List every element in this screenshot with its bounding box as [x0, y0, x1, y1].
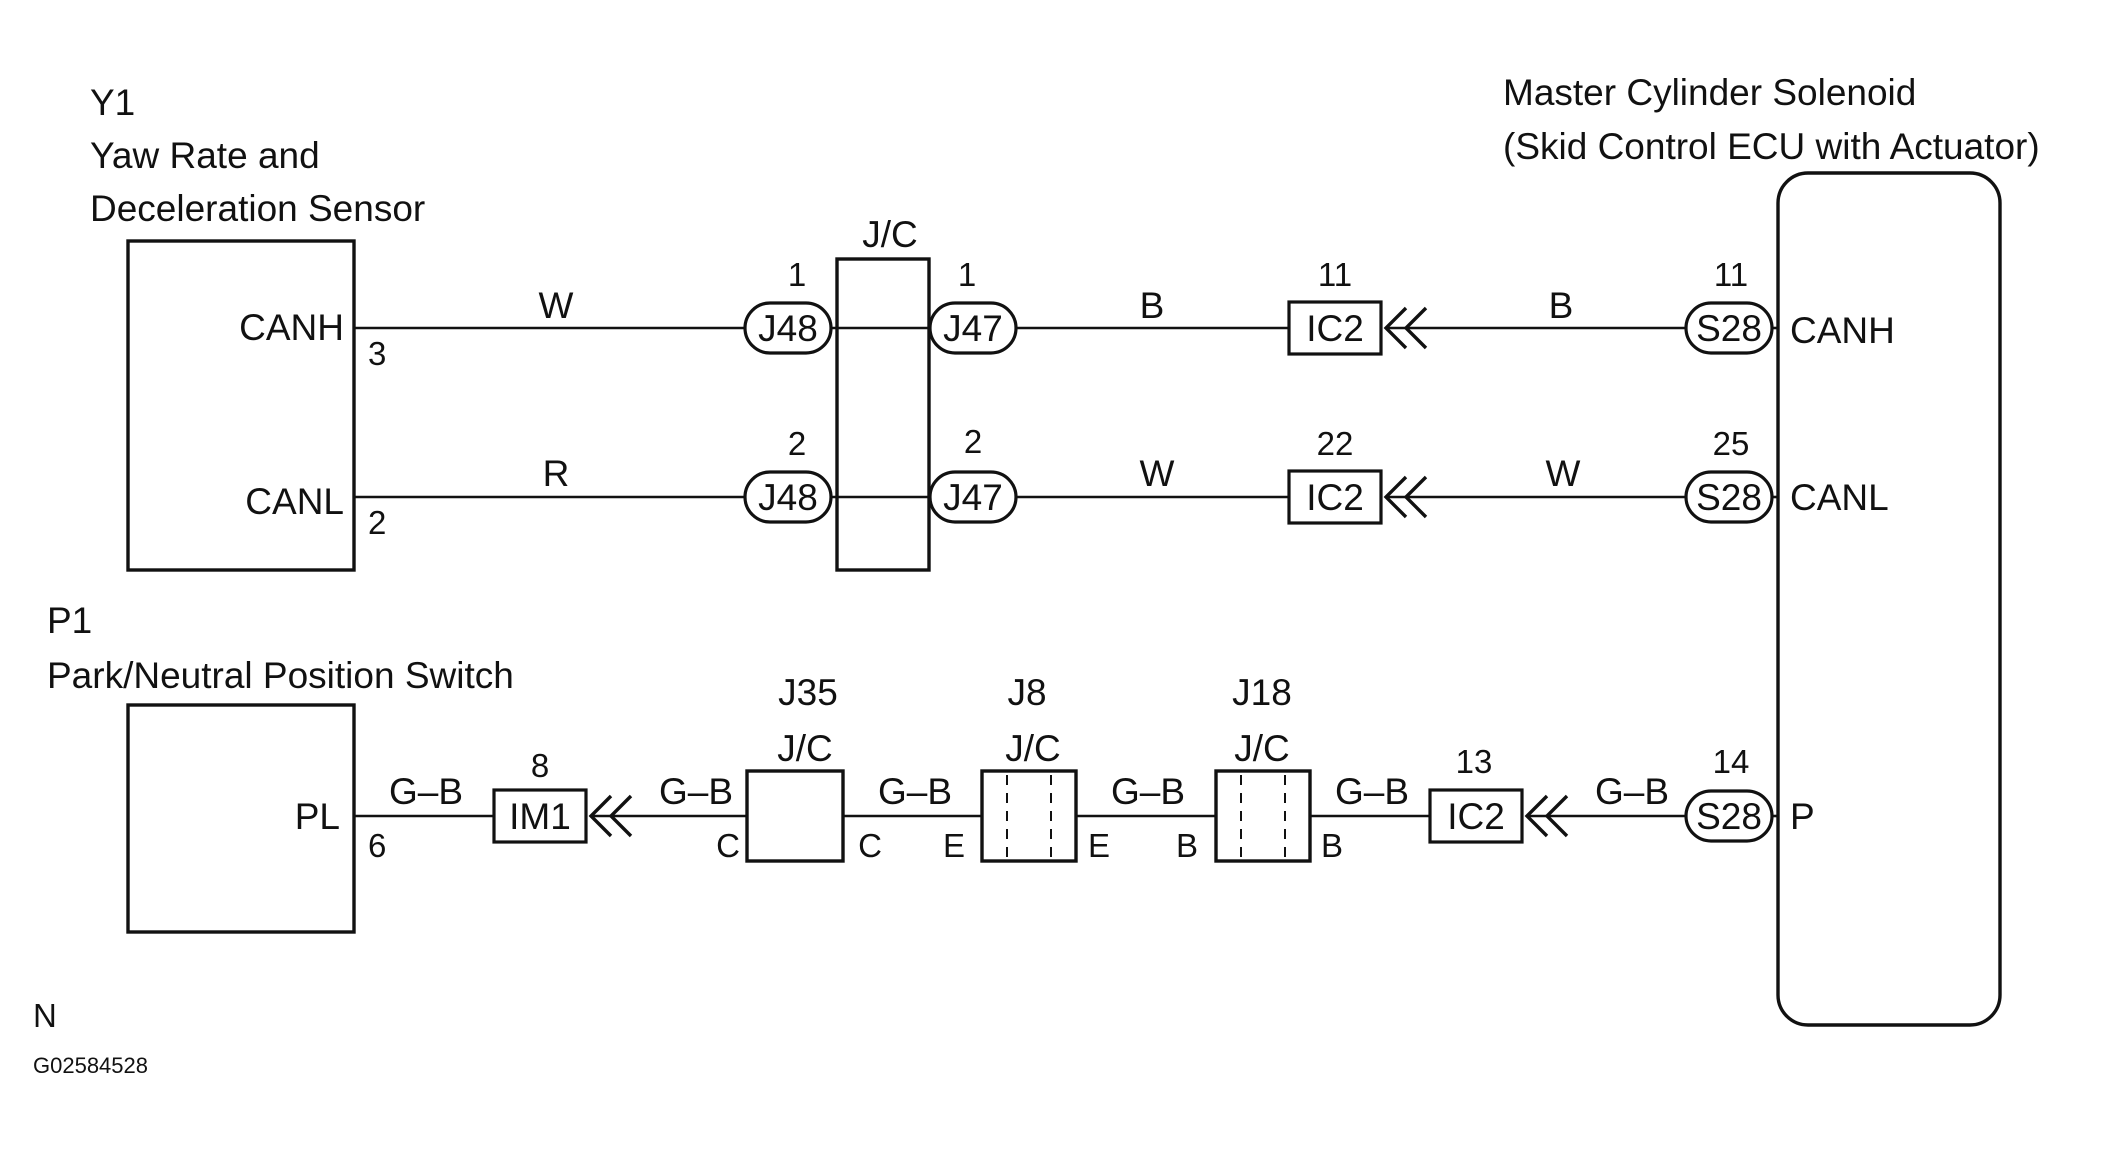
- connector-j48-canh-label: J48: [758, 308, 818, 349]
- wire-p-color-6: G–B: [1595, 771, 1669, 812]
- j8-pin-right: E: [1088, 827, 1110, 864]
- j18-pin-right: B: [1321, 827, 1343, 864]
- connector-j47-canh: [928, 301, 1018, 355]
- connector-j47-canh-label: J47: [943, 308, 1003, 349]
- wire-canh-right-color: B: [1549, 285, 1574, 326]
- yaw-pin-canh-num: 3: [368, 335, 386, 372]
- pnp-pin-pl: PL: [295, 796, 340, 837]
- j35-pin-right: C: [858, 827, 882, 864]
- yaw-pin-canl-num: 2: [368, 504, 386, 541]
- connector-ic2-canl: [1287, 469, 1383, 525]
- j47-pin2-num: 2: [964, 423, 982, 460]
- j35-block: [745, 769, 845, 863]
- connector-s28-p-label: S28: [1696, 796, 1762, 837]
- connector-ic2-canh-label: IC2: [1306, 308, 1364, 349]
- j18-jc: J/C: [1234, 728, 1290, 769]
- pnp-switch-box: [126, 703, 356, 934]
- connector-j48-canl: [743, 470, 833, 524]
- j48-pin2-num: 2: [788, 425, 806, 462]
- wire-p-color-5: G–B: [1335, 771, 1409, 812]
- connector-j48-canh: [743, 301, 833, 355]
- j35-name: J35: [778, 672, 838, 713]
- j47-pin1-num: 1: [958, 256, 976, 293]
- ic2-canl-pin-num: 22: [1317, 425, 1354, 462]
- j18-pin-left: B: [1176, 827, 1198, 864]
- ecu-pin-p: P: [1790, 796, 1815, 837]
- wire-p-color-1: G–B: [389, 771, 463, 812]
- footer-mark: N: [33, 997, 57, 1034]
- im1-arrow-icon: [588, 794, 633, 838]
- figure-id: G02584528: [33, 1053, 148, 1078]
- j8-jc: J/C: [1005, 728, 1061, 769]
- yaw-pin-canl: CANL: [245, 481, 344, 522]
- j8-block: [980, 769, 1078, 863]
- connector-s28-canl-label: S28: [1696, 477, 1762, 518]
- wire-canh-mid-color: B: [1140, 285, 1165, 326]
- im1-pin-num: 8: [531, 747, 549, 784]
- wire-canl-mid-color: W: [1140, 453, 1175, 494]
- ecu-name-line1: Master Cylinder Solenoid: [1503, 72, 1916, 113]
- yaw-sensor-name-line1: Yaw Rate and: [90, 135, 320, 176]
- j35-pin-left: C: [716, 827, 740, 864]
- yaw-sensor-box: [126, 239, 356, 572]
- connector-s28-canh: [1684, 301, 1774, 355]
- ecu-box: [1776, 171, 2002, 1027]
- connector-ic2-canh: [1287, 300, 1383, 356]
- s28-canl-pin-num: 25: [1713, 425, 1750, 462]
- ecu-name-line2: (Skid Control ECU with Actuator): [1503, 126, 2040, 167]
- jc-block: [835, 257, 931, 572]
- ecu-pin-canh: CANH: [1790, 310, 1895, 351]
- s28-canh-pin-num: 11: [1714, 256, 1748, 293]
- j35-jc: J/C: [777, 728, 833, 769]
- connector-s28-canl: [1684, 470, 1774, 524]
- ic2-canh-pin-num: 11: [1318, 256, 1352, 293]
- j18-block: [1214, 769, 1312, 863]
- wire-p-color-2: G–B: [659, 771, 733, 812]
- connector-j48-canl-label: J48: [758, 477, 818, 518]
- pnp-switch-name: Park/Neutral Position Switch: [47, 655, 514, 696]
- connector-im1: [492, 788, 588, 844]
- wire-canl-right-color: W: [1546, 453, 1581, 494]
- wire-p-color-4: G–B: [1111, 771, 1185, 812]
- connector-s28-p: [1684, 789, 1774, 843]
- ecu-pin-canl: CANL: [1790, 477, 1889, 518]
- s28-p-pin-num: 14: [1713, 743, 1750, 780]
- pnp-pin-pl-num: 6: [368, 827, 386, 864]
- wire-canh-left-color: W: [539, 285, 574, 326]
- jc-label: J/C: [862, 214, 918, 255]
- ic2-canh-arrow-icon: [1383, 306, 1428, 350]
- connector-j47-canl-label: J47: [943, 477, 1003, 518]
- ic2-p-arrow-icon: [1524, 794, 1569, 838]
- wire-canl-left-color: R: [543, 453, 570, 494]
- ic2-canl-arrow-icon: [1383, 475, 1428, 519]
- pnp-switch-code: P1: [47, 600, 92, 641]
- connector-s28-canh-label: S28: [1696, 308, 1762, 349]
- connector-ic2-p-label: IC2: [1447, 796, 1505, 837]
- yaw-sensor-code: Y1: [90, 82, 135, 123]
- connector-j47-canl: [928, 470, 1018, 524]
- ic2-p-pin-num: 13: [1456, 743, 1493, 780]
- yaw-sensor-name-line2: Deceleration Sensor: [90, 188, 425, 229]
- connector-ic2-canl-label: IC2: [1306, 477, 1364, 518]
- j48-pin1-num: 1: [788, 256, 806, 293]
- yaw-pin-canh: CANH: [239, 307, 344, 348]
- wire-p-color-3: G–B: [878, 771, 952, 812]
- connector-im1-label: IM1: [509, 796, 571, 837]
- j8-name: J8: [1007, 672, 1046, 713]
- j8-pin-left: E: [943, 827, 965, 864]
- connector-ic2-p: [1428, 788, 1524, 844]
- j18-name: J18: [1232, 672, 1292, 713]
